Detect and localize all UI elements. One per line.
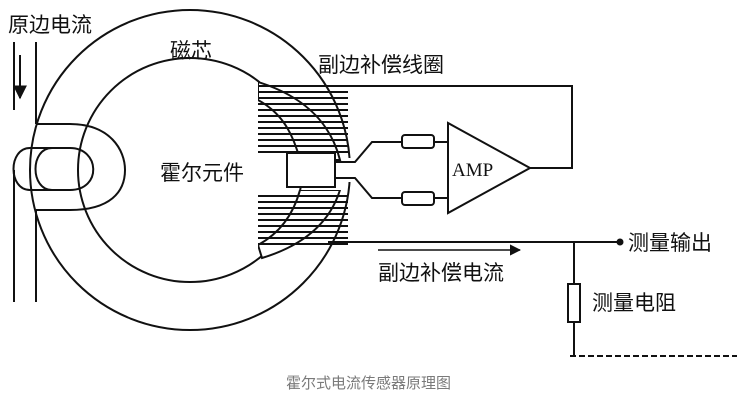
input-resistor-top — [401, 134, 435, 149]
amplifier-label: AMP — [452, 160, 493, 181]
feedback-wire — [348, 85, 573, 169]
input-resistor-bottom — [401, 191, 435, 206]
measure-output-label: 测量输出 — [628, 231, 712, 255]
hall-element-label: 霍尔元件 — [160, 161, 244, 185]
secondary-current-label: 副边补偿电流 — [378, 261, 504, 285]
measure-resistor-box — [567, 283, 581, 323]
secondary-coil-top — [258, 82, 348, 161]
hall-output-leads — [335, 141, 448, 199]
primary-conductor — [12, 42, 127, 302]
output-wire — [328, 241, 618, 356]
primary-current-label: 原边电流 — [8, 13, 92, 37]
diagram-caption: 霍尔式电流传感器原理图 — [285, 374, 451, 392]
core-label: 磁芯 — [170, 39, 212, 63]
hall-element-box — [286, 152, 336, 188]
secondary-coil-label: 副边补偿线圈 — [318, 53, 444, 77]
amplifier-triangle — [447, 121, 533, 215]
measure-resistor-label: 测量电阻 — [592, 291, 676, 315]
output-terminal — [616, 238, 624, 246]
secondary-coil-bottom — [258, 190, 348, 260]
